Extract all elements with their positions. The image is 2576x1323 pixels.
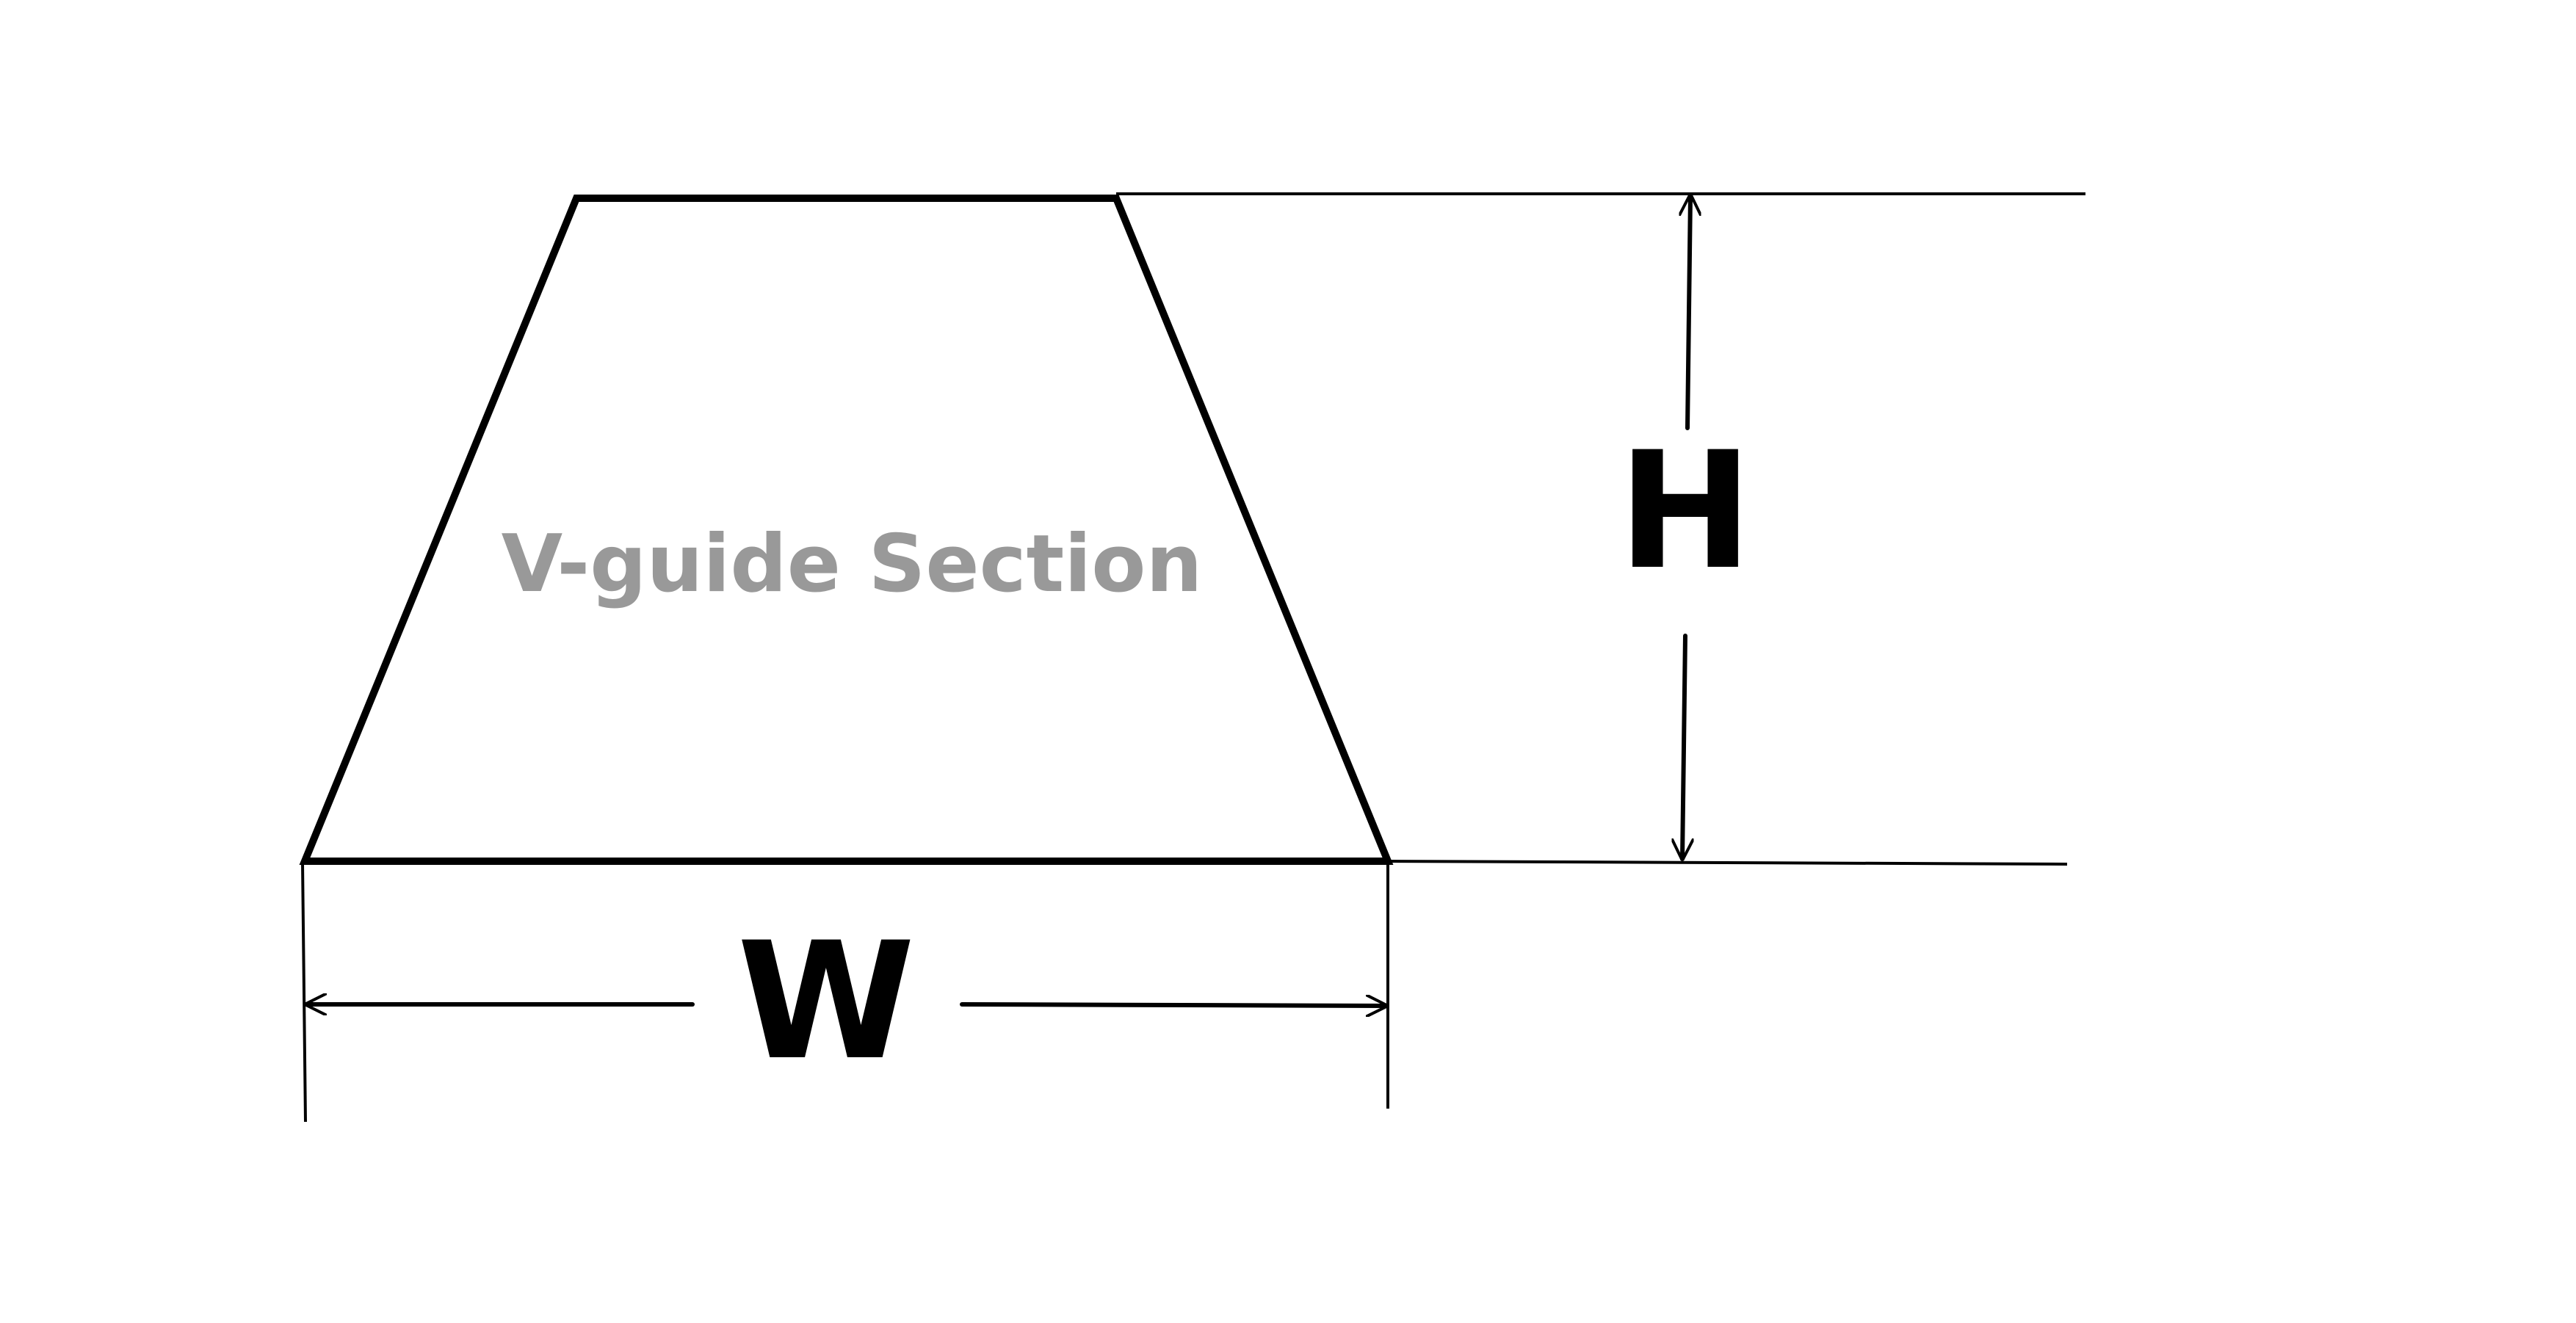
height-arrow-lower	[1682, 634, 1685, 861]
height-arrow-upper	[1687, 193, 1690, 430]
bottom-extension-line	[1387, 860, 2068, 866]
width-label: W	[737, 907, 916, 1095]
width-arrow-right	[960, 1004, 1389, 1006]
left-extension-line	[301, 862, 307, 1123]
section-label: V-guide Section	[502, 518, 1203, 610]
height-label: H	[1618, 417, 1753, 605]
